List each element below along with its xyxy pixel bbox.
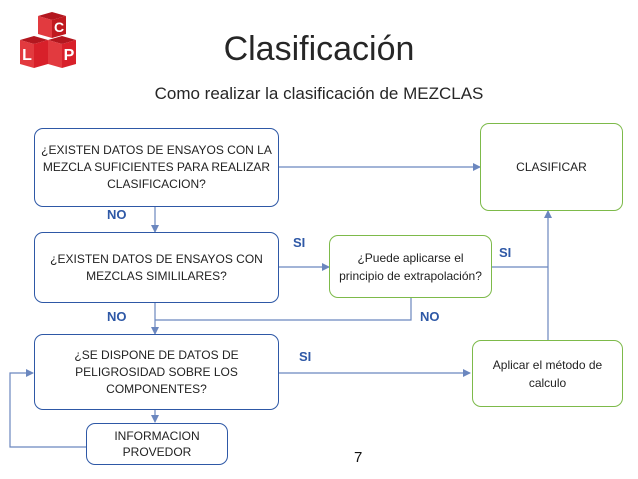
logo-letter-c: C (54, 19, 64, 35)
logo-letter-p: P (64, 47, 75, 64)
logo-letter-l: L (22, 47, 32, 64)
page-title: Clasificación (223, 30, 415, 68)
box-mezclas-similares: ¿EXISTEN DATOS DE ENSAYOS CON MEZCLAS SI… (34, 232, 279, 303)
label-si-extrap: SI (499, 245, 512, 260)
page-number: 7 (354, 449, 363, 466)
logo-cube-c: C (38, 12, 66, 38)
label-si-q2: SI (293, 235, 306, 250)
label-si-q3: SI (299, 349, 312, 364)
edge-extrap-q3 (155, 298, 412, 321)
label-no-1: NO (107, 207, 127, 222)
clp-logo: C L P (20, 12, 76, 68)
box-datos-peligrosidad: ¿SE DISPONE DE DATOS DE PELIGROSIDAD SOB… (34, 334, 279, 410)
label-no-2: NO (107, 309, 127, 324)
page-subtitle: Como realizar la clasificación de MEZCLA… (154, 84, 484, 103)
box-existen-datos-mezcla: ¿EXISTEN DATOS DE ENSAYOS CON LA MEZCLA … (34, 128, 279, 207)
box-clasificar: CLASIFICAR (480, 123, 623, 211)
label-no-extrap: NO (420, 309, 440, 324)
logo-cube-p: P (48, 36, 76, 68)
box-extrapolacion: ¿Puede aplicarse el principio de extrapo… (329, 235, 492, 298)
logo-cube-l: L (20, 36, 48, 68)
box-informacion-proveedor: INFORMACION PROVEDOR (86, 423, 228, 465)
edge-info-loop (9, 369, 86, 448)
box-metodo-calculo: Aplicar el método de calculo (472, 340, 623, 407)
